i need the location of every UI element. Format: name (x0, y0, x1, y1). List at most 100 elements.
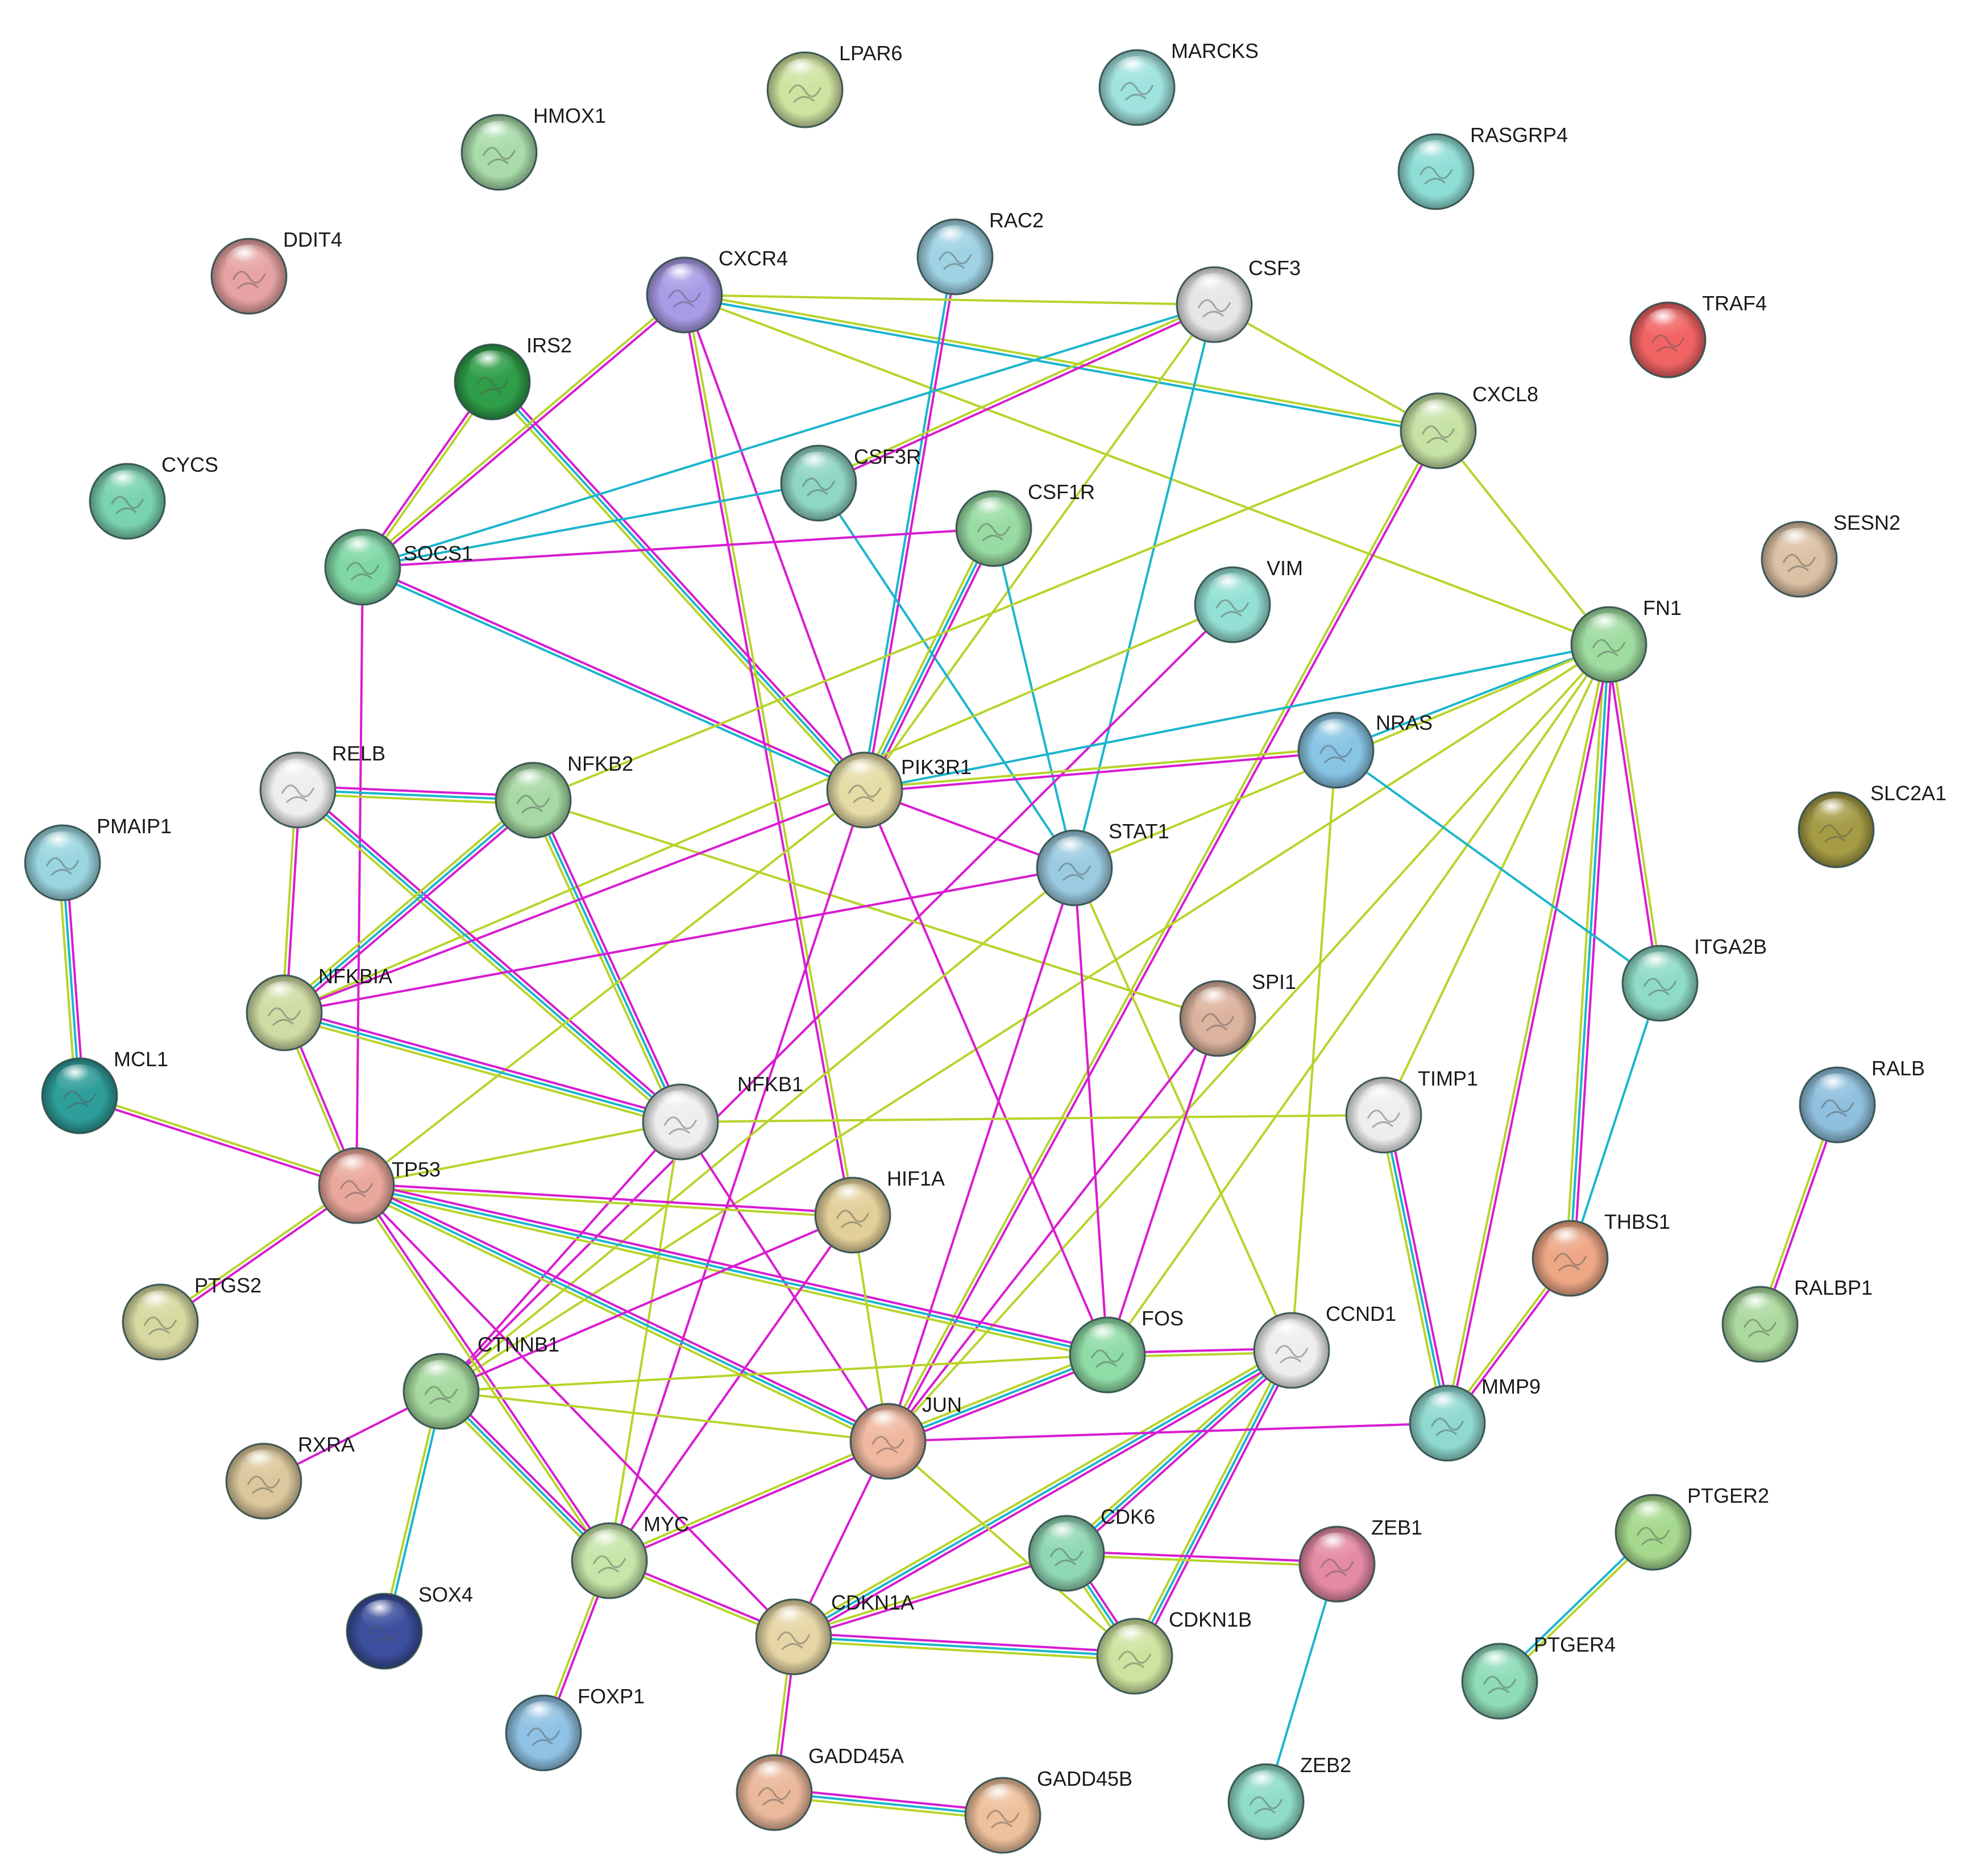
node-label: CDK6 (1101, 1505, 1155, 1528)
node-nfkbia[interactable]: NFKBIA (246, 964, 392, 1051)
edge-line-olive (1609, 643, 1663, 984)
node-highlight (657, 1090, 704, 1122)
edge-relb-nfkb1 (294, 785, 684, 1126)
node-pmaip1[interactable]: PMAIP1 (24, 814, 172, 901)
node-marcks[interactable]: MARCKS (1098, 39, 1259, 126)
edge-line-olive (1106, 643, 1610, 1356)
node-csf3r[interactable]: CSF3R (780, 444, 921, 522)
node-cxcl8[interactable]: CXCL8 (1400, 383, 1538, 469)
node-highlight (104, 469, 151, 502)
node-ralbp1[interactable]: RALBP1 (1721, 1276, 1873, 1363)
edge-nfkb2-nfkbia (280, 796, 537, 1017)
node-socs1[interactable]: SOCS1 (324, 529, 473, 606)
node-highlight (1194, 987, 1241, 1018)
edge-nfkb1-timp1 (679, 1114, 1385, 1123)
node-ddit4[interactable]: DDIT4 (210, 228, 342, 315)
node-rasgrp4[interactable]: RASGRP4 (1397, 123, 1568, 210)
node-gadd45a[interactable]: GADD45A (736, 1744, 904, 1831)
edge-line-cyan (864, 527, 995, 791)
edge-line-cyan (360, 568, 865, 793)
node-ralb[interactable]: RALB (1799, 1057, 1925, 1144)
node-sesn2[interactable]: SESN2 (1761, 511, 1900, 598)
edge-line-olive (683, 294, 1610, 646)
node-rac2[interactable]: RAC2 (916, 209, 1044, 296)
edge-vim-nfkbia (283, 604, 1234, 1014)
edge-line-pink (362, 527, 995, 568)
node-myc[interactable]: MYC (571, 1512, 689, 1599)
edge-pmaip1-mcl1 (57, 861, 85, 1097)
edge-ctnnb1-sox4 (381, 1390, 445, 1633)
edge-line-cyan (993, 527, 1076, 869)
node-cycs[interactable]: CYCS (89, 453, 218, 540)
node-label: MCL1 (114, 1047, 168, 1071)
node-ptger4[interactable]: PTGER4 (1461, 1633, 1616, 1720)
node-itga2b[interactable]: ITGA2B (1621, 935, 1767, 1022)
node-tp53[interactable]: TP53 (318, 1147, 441, 1224)
node-relb[interactable]: RELB (259, 742, 385, 829)
node-ctnnb1[interactable]: CTNNB1 (402, 1333, 559, 1430)
node-cdk6[interactable]: CDK6 (1028, 1505, 1155, 1592)
node-hmox1[interactable]: HMOX1 (460, 104, 606, 191)
node-gadd45b[interactable]: GADD45B (964, 1767, 1132, 1854)
node-highlight (510, 768, 557, 800)
edge-timp1-mmp9 (1379, 1113, 1452, 1425)
node-highlight (841, 758, 888, 790)
node-label: CXCR4 (719, 247, 788, 270)
node-highlight (1413, 140, 1459, 172)
edge-csf3-pik3r1 (864, 304, 1215, 791)
node-slc2a1[interactable]: SLC2A1 (1798, 781, 1947, 868)
edge-line-pink (355, 1182, 854, 1215)
edge-stat1-jun (887, 867, 1076, 1442)
node-ptger2[interactable]: PTGER2 (1615, 1484, 1769, 1571)
node-label: GADD45B (1037, 1767, 1132, 1790)
node-nras[interactable]: NRAS (1297, 711, 1433, 789)
node-cdkn1a[interactable]: CDKN1A (755, 1591, 914, 1676)
node-mcl1[interactable]: MCL1 (41, 1047, 168, 1134)
edge-line-pink (1572, 643, 1614, 1260)
node-highlight (1476, 1649, 1523, 1681)
node-label: RXRA (298, 1433, 355, 1456)
node-thbs1[interactable]: THBS1 (1532, 1210, 1670, 1297)
node-cxcr4[interactable]: CXCR4 (646, 247, 788, 334)
node-ptgs2[interactable]: PTGS2 (122, 1274, 262, 1361)
node-mmp9[interactable]: MMP9 (1409, 1375, 1541, 1462)
node-nfkb1[interactable]: NFKB1 (642, 1072, 803, 1161)
node-hif1a[interactable]: HIF1A (814, 1167, 945, 1254)
node-pik3r1[interactable]: PIK3R1 (826, 751, 972, 829)
node-fn1[interactable]: FN1 (1570, 596, 1682, 683)
node-irs2[interactable]: IRS2 (454, 334, 572, 421)
node-csf1r[interactable]: CSF1R (955, 480, 1095, 567)
node-label: SOX4 (418, 1583, 473, 1606)
edge-line-pink (1068, 1352, 1296, 1558)
node-cdkn1b[interactable]: CDKN1B (1096, 1608, 1252, 1695)
node-spi1[interactable]: SPI1 (1179, 970, 1296, 1057)
edge-line-pink (793, 1554, 1069, 1640)
node-zeb2[interactable]: ZEB2 (1227, 1753, 1351, 1840)
node-fos[interactable]: FOS (1069, 1307, 1184, 1394)
node-zeb1[interactable]: ZEB1 (1298, 1516, 1422, 1603)
edge-cdkn1a-cdkn1b (792, 1632, 1136, 1661)
node-rxra[interactable]: RXRA (225, 1433, 355, 1520)
node-stat1[interactable]: STAT1 (1036, 820, 1169, 907)
node-lpar6[interactable]: LPAR6 (766, 41, 902, 128)
node-ccnd1[interactable]: CCND1 (1253, 1302, 1396, 1389)
node-sox4[interactable]: SOX4 (346, 1583, 473, 1670)
edge-pik3r1-fos (864, 789, 1109, 1356)
node-jun[interactable]: JUN (849, 1393, 962, 1480)
node-highlight (1313, 718, 1359, 750)
node-csf3[interactable]: CSF3 (1176, 256, 1301, 343)
node-traf4[interactable]: TRAF4 (1629, 292, 1767, 379)
node-highlight (469, 350, 516, 383)
edge-hif1a-ctnnb1 (440, 1214, 854, 1392)
edge-line-cyan (297, 789, 682, 1123)
edge-line-pink (1065, 1550, 1339, 1564)
edge-line-olive (532, 430, 1439, 801)
node-foxp1[interactable]: FOXP1 (505, 1685, 645, 1772)
node-vim[interactable]: VIM (1194, 556, 1303, 643)
node-label: RALBP1 (1794, 1276, 1873, 1299)
node-timp1[interactable]: TIMP1 (1345, 1067, 1478, 1154)
edge-nfkb1-ctnnb1 (440, 1121, 682, 1392)
node-nfkb2[interactable]: NFKB2 (495, 752, 633, 839)
node-label: ZEB1 (1371, 1516, 1422, 1539)
